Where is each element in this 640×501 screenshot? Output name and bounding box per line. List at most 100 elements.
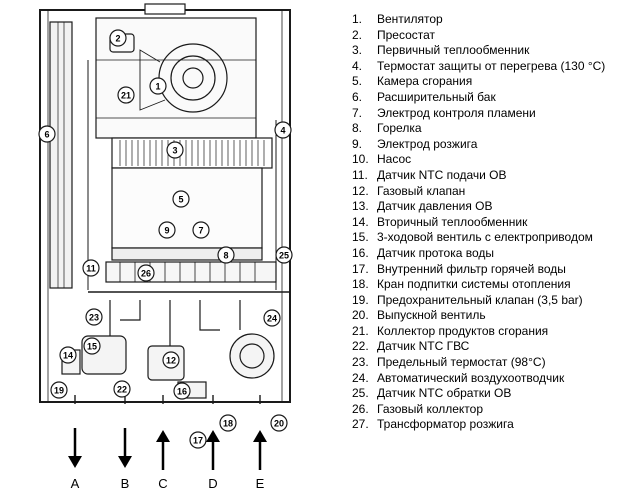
callout-number: 26 (141, 269, 151, 279)
legend-item-label: Вентилятор (377, 12, 443, 26)
callout-number: 4 (280, 126, 285, 136)
callout-marker: 20 (270, 414, 288, 432)
legend-item: 4. Термостат защиты от перегрева (130 °C) (352, 59, 638, 75)
legend-item-number: 11. (352, 167, 368, 182)
callout-number: 9 (164, 226, 169, 236)
legend-item-label: Вторичный теплообменник (377, 214, 528, 229)
callout-marker: 15 (83, 337, 101, 355)
legend-item: 7. Электрод контроля пламени (352, 106, 638, 122)
callout-number: 6 (44, 130, 49, 140)
legend-item-number: 18. (352, 277, 369, 292)
pump (229, 333, 275, 379)
legend-item: 10.Насос (352, 152, 638, 168)
legend-item-number: 17. (352, 261, 369, 276)
legend-item-label: Внутренний фильтр горячей воды (377, 261, 566, 276)
legend-item-label: Автоматический воздухоотводчик (377, 370, 565, 385)
legend-item-label: Электрод контроля пламени (377, 105, 536, 120)
legend-item-number: 2. (352, 27, 363, 42)
legend-item-label: 3-ходовой вентиль с електроприводом (377, 230, 593, 245)
legend-item: 26.Газовый коллектор (352, 402, 638, 418)
callout-number: 5 (178, 195, 183, 205)
callout-number: 22 (117, 385, 127, 395)
callout-marker: 23 (85, 308, 103, 326)
callout-number: 20 (274, 419, 284, 429)
legend-item-number: 1. (352, 12, 363, 26)
callout-marker: 6 (38, 125, 56, 143)
legend-item-number: 26. (352, 401, 369, 416)
legend-item-number: 14. (352, 214, 369, 229)
legend-item-number: 10. (352, 152, 369, 167)
callout-marker: 22 (113, 380, 131, 398)
legend-item: 16.Датчик протока воды (352, 246, 638, 262)
callout-number: 2 (115, 34, 120, 44)
arrow-b-down (118, 428, 132, 468)
legend-item: 8.Горелка (352, 121, 638, 137)
callout-marker: 16 (173, 382, 191, 400)
legend-item-label: Первичный теплообменник (377, 43, 530, 58)
gas-manifold (105, 261, 277, 283)
callout-marker: 18 (219, 414, 237, 432)
legend-item: 12. Газовый клапан (352, 184, 638, 200)
legend-item: 3. Первичный теплообменник (352, 43, 638, 59)
legend-item: 23. Предельный термостат (98°C) (352, 355, 638, 371)
arrow-e-up (253, 430, 267, 470)
flow-label-c: C (158, 476, 167, 491)
legend-item-label: Пресостат (377, 27, 436, 42)
legend-item-number: 13. (352, 199, 369, 214)
legend-item: 22.Датчик NTC ГВС (352, 339, 638, 355)
legend-item-number: 21. (352, 323, 369, 338)
legend-item: 17. Внутренний фильтр горячей воды (352, 262, 638, 278)
callout-number: 12 (166, 356, 176, 366)
legend-item-number: 9. (352, 136, 363, 151)
callout-marker: 8 (217, 246, 235, 264)
callout-number: 21 (121, 91, 131, 101)
callout-marker: 7 (192, 221, 210, 239)
legend-item-label: Газовый клапан (377, 183, 466, 198)
callout-number: 15 (87, 342, 97, 352)
legend-item-label: Термостат защиты от перегрева (130 °C) (377, 58, 606, 73)
callout-marker: 14 (59, 346, 77, 364)
callout-marker: 25 (275, 246, 293, 264)
legend-item-label: Электрод розжига (377, 136, 478, 151)
callout-number: 18 (223, 419, 233, 429)
legend-item-number: 7. (352, 105, 363, 120)
legend-item-number: 19. (352, 292, 369, 307)
callout-marker: 9 (158, 221, 176, 239)
callout-number: 3 (172, 146, 177, 156)
legend-item: 21. Коллектор продуктов сгорания (352, 324, 638, 340)
arrow-d-up (206, 430, 220, 470)
legend-item-number: 4. (352, 58, 363, 73)
legend-item-label: Коллектор продуктов сгорания (377, 323, 549, 338)
legend-item-number: 15. (352, 230, 369, 245)
callout-marker: 4 (274, 121, 292, 139)
legend-item-number: 16. (352, 245, 369, 260)
callout-marker: 24 (263, 309, 281, 327)
legend-item-label: Датчик NTC подачи ОВ (377, 167, 507, 182)
callout-number: 25 (279, 251, 289, 261)
legend-item-label: Кран подпитки системы отопления (377, 277, 571, 292)
legend-item: 20.Выпускной вентиль (352, 308, 638, 324)
flow-label-e: E (256, 476, 265, 491)
legend-item-label: Расширительный бак (377, 89, 496, 104)
flow-label-b: B (121, 476, 130, 491)
callout-number: 16 (177, 387, 187, 397)
callout-number: 14 (63, 351, 73, 361)
callout-marker: 19 (50, 381, 68, 399)
legend-item-number: 6. (352, 89, 363, 104)
legend-item-label: Выпускной вентиль (377, 308, 486, 323)
legend-item-number: 12. (352, 183, 369, 198)
legend-item-label: Предельный термостат (98°C) (377, 355, 546, 370)
callout-number: 19 (54, 386, 64, 396)
legend-item-label: Трансформатор розжига (377, 417, 514, 432)
legend-item: 18. Кран подпитки системы отопления (352, 277, 638, 293)
callout-marker: 11 (82, 259, 100, 277)
legend-item: 1. Вентилятор (352, 12, 638, 28)
callout-marker: 21 (117, 86, 135, 104)
legend-item: 24.Автоматический воздухоотводчик (352, 371, 638, 387)
callout-marker: 12 (162, 351, 180, 369)
callout-number: 8 (223, 251, 228, 261)
legend-item-label: Камера сгорания (377, 74, 473, 89)
legend-item-number: 23. (352, 355, 369, 370)
